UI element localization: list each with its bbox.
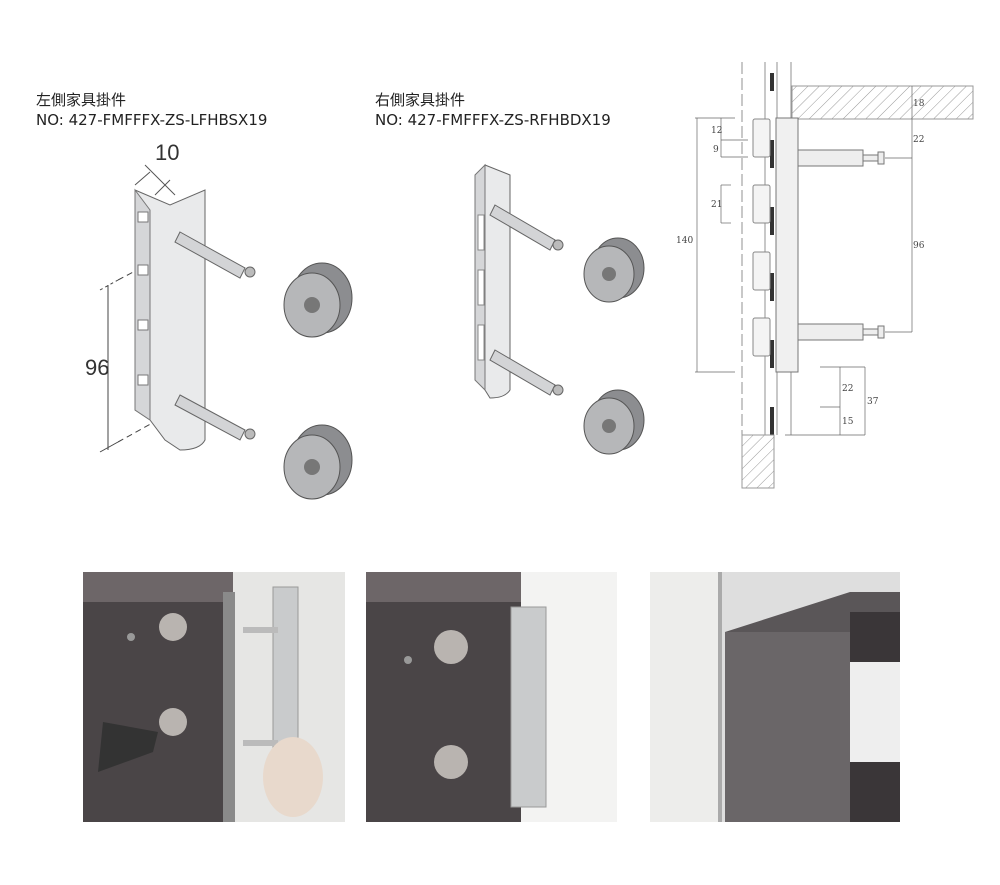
left-product-name: 左側家具掛件 <box>36 91 127 109</box>
right-pins <box>489 204 564 396</box>
left-bracket-plate <box>134 189 206 451</box>
dim-18: 18 <box>913 99 925 109</box>
dim-21: 21 <box>711 200 722 210</box>
dim-22-bottom: 22 <box>842 384 853 394</box>
drawing-dimensions: 18 22 96 140 12 9 21 22 37 15 <box>676 99 925 427</box>
dim-9: 9 <box>713 145 719 155</box>
right-cams <box>583 237 645 455</box>
left-product-title: 左側家具掛件 NO: 427-FMFFFX-ZS-LFHBSX19 <box>36 90 267 130</box>
bottom-panel-section <box>741 434 775 489</box>
bracket-section <box>775 117 799 373</box>
left-product-number: NO: 427-FMFFFX-ZS-LFHBSX19 <box>36 111 268 129</box>
photo-installed-right-bracket <box>366 572 617 822</box>
photo-mounted-cabinet <box>650 572 900 822</box>
top-panel-section <box>791 85 974 120</box>
right-product-title: 右側家具掛件 NO: 427-FMFFFX-ZS-RFHBDX19 <box>375 90 611 130</box>
right-product-number: NO: 427-FMFFFX-ZS-RFHBDX19 <box>375 111 611 129</box>
dim-22-top: 22 <box>913 135 924 145</box>
left-cams <box>283 262 353 500</box>
photo-installing-left-bracket <box>83 572 345 822</box>
dim-15: 15 <box>842 417 854 427</box>
dim-37: 37 <box>867 397 879 407</box>
right-bracket-plate <box>484 164 511 399</box>
dim-12: 12 <box>711 126 722 136</box>
dim-width-label: 10 <box>155 140 179 165</box>
dim-spacing-label: 96 <box>85 355 109 380</box>
left-pins <box>174 231 256 441</box>
dim-96: 96 <box>913 241 925 251</box>
dim-140: 140 <box>676 236 693 246</box>
right-product-name: 右側家具掛件 <box>375 91 466 109</box>
